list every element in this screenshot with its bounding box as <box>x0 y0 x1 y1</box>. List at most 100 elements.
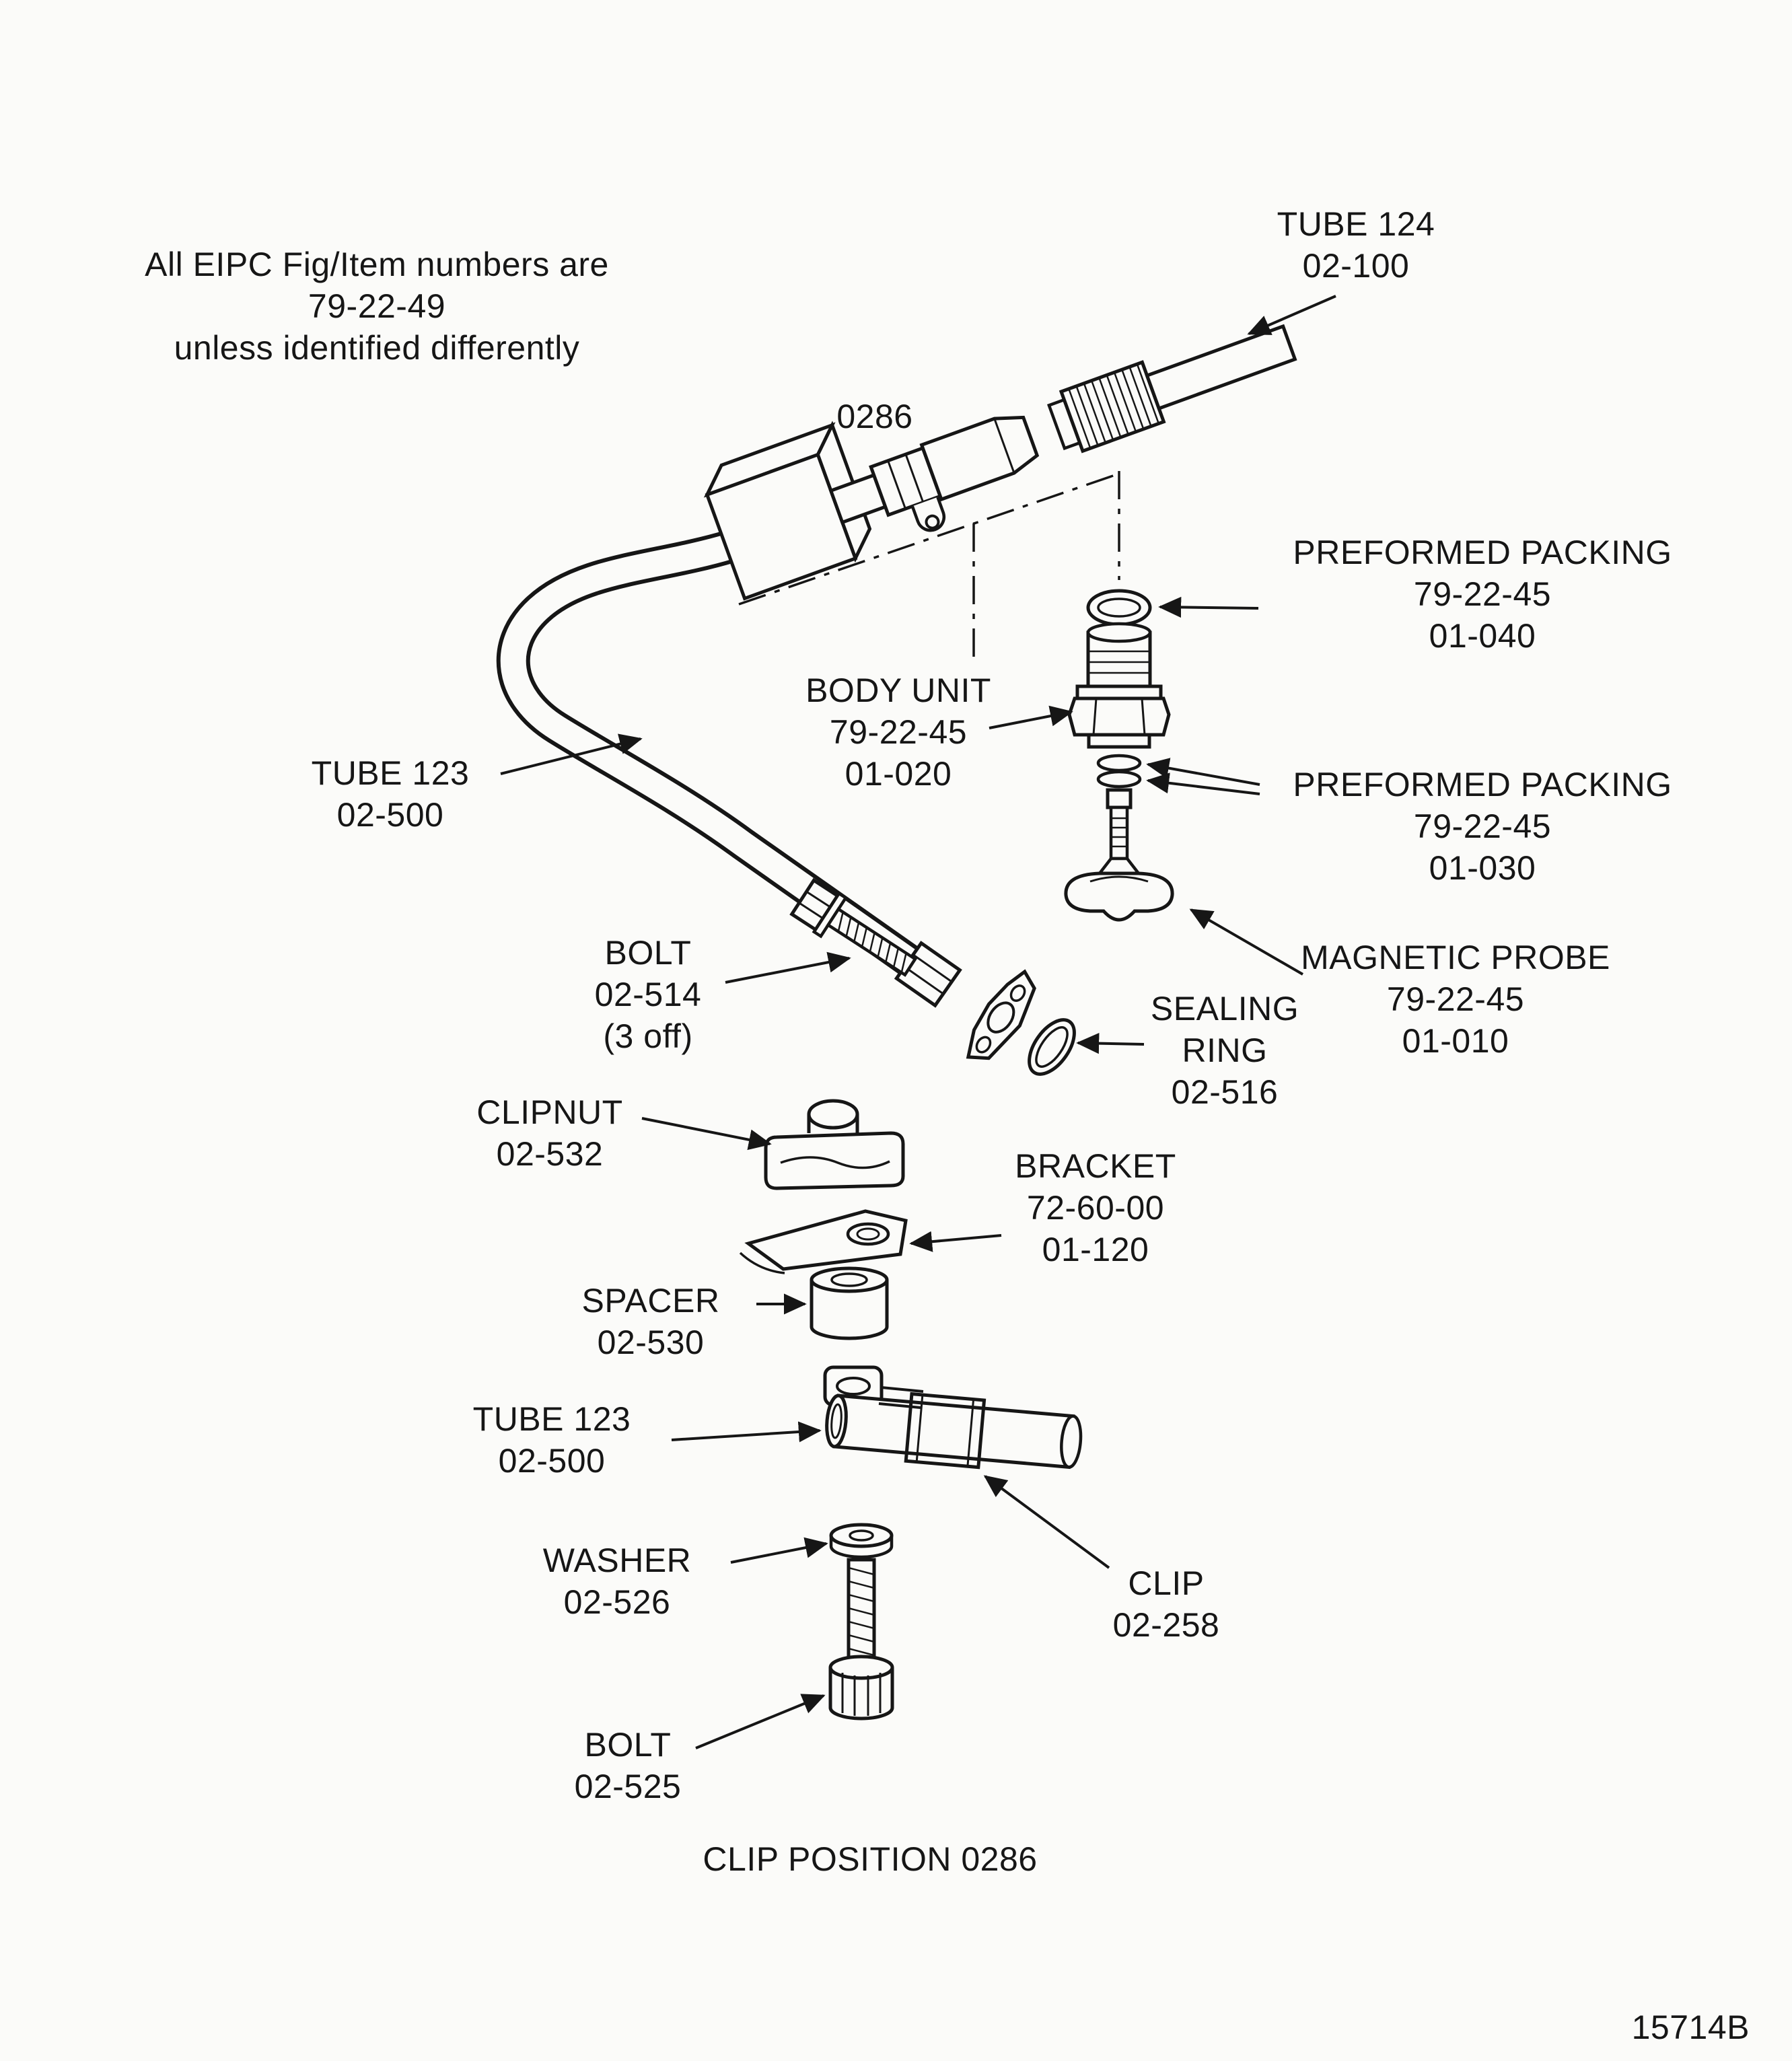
label-body-unit: BODY UNIT 79-22-45 01-020 <box>777 670 1019 795</box>
magnetic-probe-drawing <box>1064 788 1174 922</box>
label-line: 02-525 <box>574 1768 682 1805</box>
label-line: (3 off) <box>603 1017 693 1055</box>
clipnut-spring-slot <box>780 1156 890 1169</box>
leader-packing-030-a <box>1146 758 1260 786</box>
label-line: PREFORMED PACKING <box>1293 766 1672 803</box>
leader-bolt-525 <box>695 1694 826 1749</box>
label-line: 02-532 <box>496 1135 604 1173</box>
spacer-bore <box>830 1272 868 1287</box>
leader-body-unit <box>989 705 1073 729</box>
label-preformed-packing-030: PREFORMED PACKING 79-22-45 01-030 <box>1264 764 1701 889</box>
packing-030-drawing <box>1096 754 1142 789</box>
label-bracket: BRACKET 72-60-00 01-120 <box>988 1145 1203 1270</box>
label-line: 02-530 <box>597 1324 705 1361</box>
body-unit-drawing <box>1067 622 1171 749</box>
flange-plate <box>966 969 1036 1060</box>
label-washer: WASHER 02-526 <box>513 1540 721 1623</box>
label-line: BOLT <box>584 1726 672 1764</box>
label-line: SPACER <box>581 1282 720 1319</box>
sealing-ring-part <box>1028 1018 1076 1076</box>
label-line: 79-22-45 <box>1413 575 1552 613</box>
bracket-underside <box>739 1252 785 1274</box>
leader-clipnut <box>641 1117 772 1151</box>
figure-caption: CLIP POSITION 0286 <box>665 1838 1075 1880</box>
label-line: WASHER <box>542 1542 692 1579</box>
clip-band-edges <box>915 1394 975 1467</box>
union-body <box>919 415 1040 502</box>
washer-hole <box>849 1529 874 1542</box>
flange-bolt-hole-bottom <box>975 1036 992 1054</box>
tube-end-right <box>1060 1414 1083 1469</box>
label-line: TUBE 123 <box>472 1400 631 1438</box>
bracket-drawing <box>739 1209 908 1274</box>
label-line: 02-500 <box>498 1442 606 1480</box>
spacer-top <box>810 1266 889 1293</box>
label-line: SEALING <box>1150 990 1299 1027</box>
label-sealing-ring: SEALING RING 02-516 <box>1141 988 1309 1113</box>
leader-clip <box>983 1475 1110 1569</box>
note-line: 79-22-49 <box>308 287 446 325</box>
clipnut-dome-sides <box>807 1114 859 1133</box>
label-clip: CLIP 02-258 <box>1062 1562 1270 1646</box>
label-preformed-packing-040: PREFORMED PACKING 79-22-45 01-040 <box>1264 532 1701 657</box>
label-line: TUBE 123 <box>311 754 470 792</box>
bolt-525-threads <box>848 1566 875 1657</box>
leader-tube-123-lower <box>671 1421 822 1443</box>
washer-face <box>829 1523 894 1548</box>
label-line: 02-500 <box>336 796 444 834</box>
probe-thread-section <box>1109 805 1129 861</box>
washer-drawing <box>829 1523 894 1559</box>
leader-sealing-ring <box>1076 1033 1145 1054</box>
label-bolt-525: BOLT 02-525 <box>524 1724 732 1807</box>
coupling-nut-facets <box>887 454 925 509</box>
label-line: 72-60-00 <box>1026 1189 1165 1227</box>
body-unit-collar <box>1075 684 1163 700</box>
leader-washer <box>730 1537 828 1564</box>
label-line: 79-22-45 <box>829 713 968 751</box>
label-line: CLIP <box>1128 1564 1205 1602</box>
label-line: 02-100 <box>1302 247 1410 285</box>
figure-number-text: 15714B <box>1631 2009 1750 2046</box>
probe-body <box>1064 871 1174 922</box>
centerline-diagonal <box>738 474 1116 606</box>
clipnut-drawing <box>764 1099 905 1190</box>
label-clip-position-marker: 0286 <box>811 396 939 437</box>
leader-packing-030-b <box>1146 772 1260 795</box>
body-unit-top <box>1086 622 1152 643</box>
label-line: 0286 <box>836 398 913 435</box>
packing-ring-upper <box>1096 754 1142 772</box>
eipc-note: All EIPC Fig/Item numbers are 79-22-49 u… <box>108 244 646 369</box>
leader-magnetic-probe <box>1189 908 1304 976</box>
tube-124-drawing <box>703 324 1297 601</box>
label-line: 01-030 <box>1429 849 1536 887</box>
spacer-drawing <box>810 1266 889 1340</box>
bolt-525-drawing <box>828 1558 894 1721</box>
probe-body-detail <box>1089 875 1149 883</box>
bolt-514-threads <box>837 912 907 973</box>
bolt-514-head-facets <box>798 890 831 920</box>
caption-line: CLIP POSITION 0286 <box>703 1840 1038 1878</box>
label-tube-123-upper: TUBE 123 02-500 <box>286 752 495 836</box>
probe-threads <box>1111 817 1127 848</box>
bolt-525-castellations <box>841 1673 882 1716</box>
bracket-plate <box>744 1209 908 1271</box>
body-unit-threads <box>1088 650 1150 674</box>
end-fitting-nut-facets <box>904 953 953 995</box>
packing-040-drawing <box>1086 589 1152 626</box>
label-line: 01-010 <box>1402 1022 1509 1060</box>
leader-packing-040 <box>1158 596 1259 618</box>
packing-ring-lower <box>1096 770 1142 789</box>
bolt-525-head-top <box>828 1655 894 1680</box>
label-line: 01-120 <box>1042 1231 1149 1268</box>
label-tube-123-lower: TUBE 123 02-500 <box>447 1398 656 1482</box>
tube-123-drawing <box>496 530 958 1002</box>
sealing-ring-inner <box>1035 1026 1069 1068</box>
label-line: 02-526 <box>563 1583 671 1621</box>
bolt-525-head <box>828 1667 894 1721</box>
leader-bracket <box>909 1231 1002 1252</box>
tube-123-lower-body <box>832 1394 1075 1470</box>
union-tab-hole <box>925 514 940 530</box>
bolt-514-drawing <box>789 877 918 977</box>
union-body-facet <box>993 418 1015 474</box>
